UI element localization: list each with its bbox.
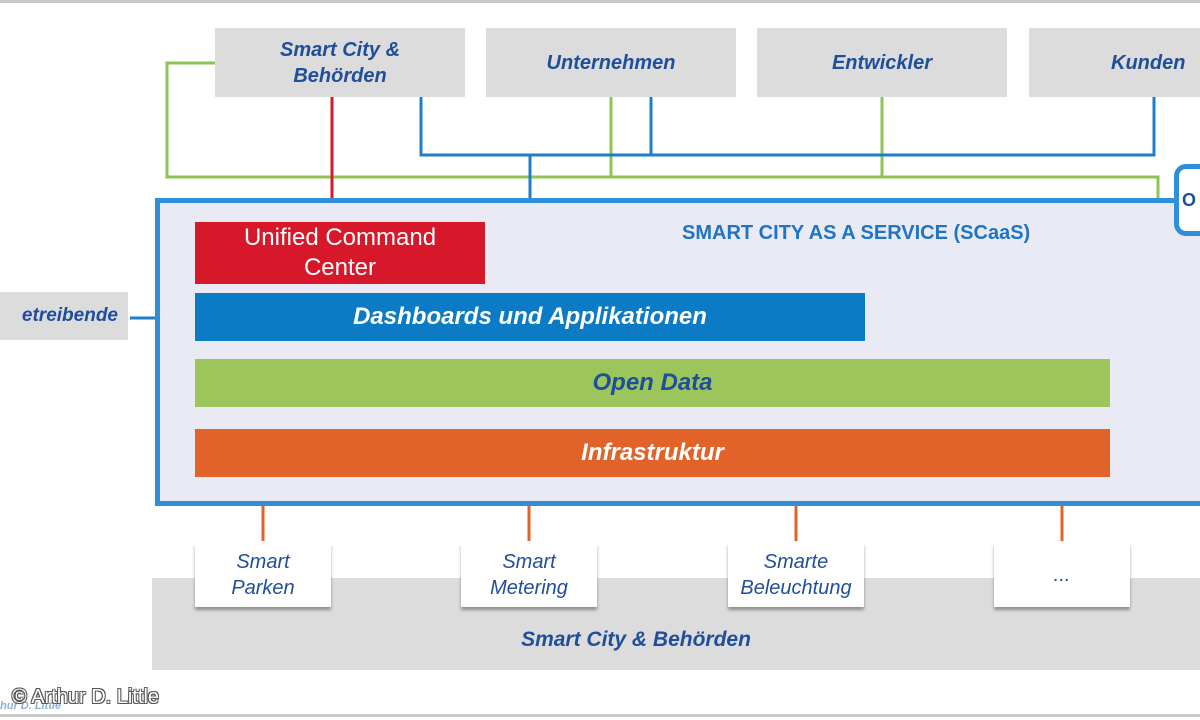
- dashboards-label: Dashboards und Applikationen: [353, 303, 707, 330]
- blue-connector-bus: [419, 97, 1156, 157]
- infrastructure-label: Infrastruktur: [581, 439, 724, 466]
- ucc-line2: Center: [303, 254, 377, 281]
- module-line1: Smarte: [763, 551, 829, 573]
- unified-command-center-layer: Unified Command Center: [195, 222, 485, 284]
- dashboards-layer: Dashboards und Applikationen: [195, 293, 865, 341]
- module-more: ...: [994, 543, 1130, 607]
- side-actor-label: etreibende: [21, 305, 118, 326]
- module-line1: ...: [1053, 564, 1071, 586]
- stakeholder-label: Kunden: [1111, 51, 1186, 74]
- top-frame-line: [0, 0, 1200, 3]
- module-line1: Smart: [502, 551, 556, 573]
- side-actor-betreibende: etreibende: [0, 292, 128, 340]
- scaas-title: SMART CITY AS A SERVICE (SCaaS): [682, 222, 1031, 244]
- copyright-ghost-text: hur D. Little: [0, 700, 62, 712]
- module-smart-parken: Smart Parken: [195, 543, 331, 607]
- bottom-frame-line: [0, 714, 1200, 717]
- module-smart-metering: Smart Metering: [461, 543, 597, 607]
- ucc-line1: Unified Command: [243, 224, 437, 251]
- stakeholder-smart-city-behoerden: Smart City & Behörden: [215, 28, 465, 97]
- copyright-text: © Arthur D. Little: [12, 686, 160, 708]
- module-line2: Beleuchtung: [740, 577, 852, 599]
- module-smarte-beleuchtung: Smarte Beleuchtung: [728, 543, 864, 607]
- bottom-band-label: Smart City & Behörden: [521, 628, 751, 651]
- stakeholder-label-line2: Behörden: [293, 64, 387, 87]
- stakeholder-label-line1: Smart City &: [279, 38, 401, 61]
- module-line2: Parken: [231, 577, 295, 599]
- module-line2: Metering: [490, 577, 568, 599]
- infrastructure-layer: Infrastruktur: [195, 429, 1110, 477]
- open-data-layer: Open Data: [195, 359, 1110, 407]
- stakeholder-kunden: Kunden: [1029, 28, 1200, 97]
- side-tab-label: O: [1182, 189, 1197, 210]
- stakeholder-unternehmen: Unternehmen: [486, 28, 736, 97]
- open-data-label: Open Data: [592, 369, 713, 396]
- stakeholder-label: Unternehmen: [546, 51, 676, 74]
- module-line1: Smart: [236, 551, 290, 573]
- side-tab-o: O: [1174, 164, 1200, 236]
- stakeholder-label: Entwickler: [831, 51, 933, 74]
- stakeholder-entwickler: Entwickler: [757, 28, 1007, 97]
